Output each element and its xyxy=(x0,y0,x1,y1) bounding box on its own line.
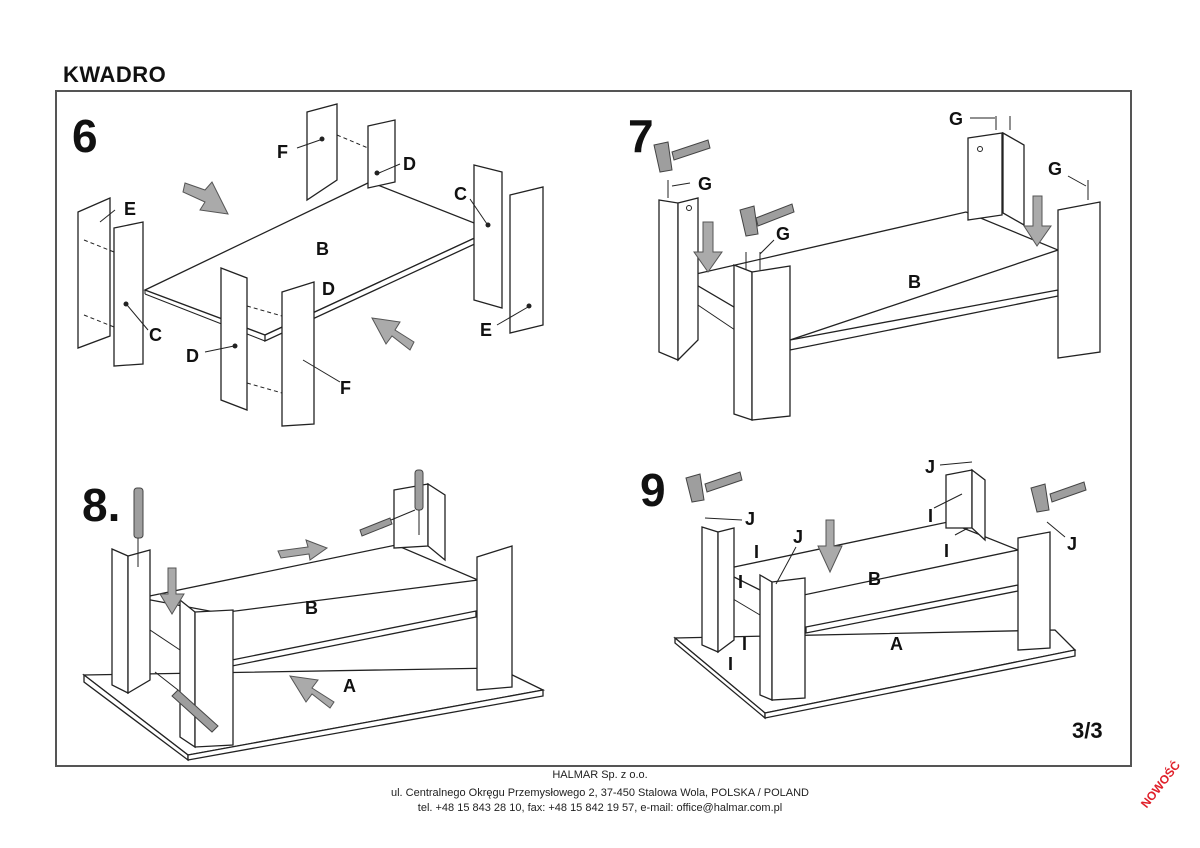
label-g: G xyxy=(776,224,790,244)
step-number-9: 9 xyxy=(640,464,666,516)
screwdriver-icon xyxy=(133,487,144,567)
panel-a xyxy=(673,629,1077,714)
label-panel-b: B xyxy=(908,272,921,292)
label-g: G xyxy=(1048,159,1062,179)
side-panel-d-front xyxy=(220,267,248,411)
footer-company: HALMAR Sp. z o.o. xyxy=(552,769,648,781)
label-d: D xyxy=(186,346,199,366)
arrow-down-icon xyxy=(1023,195,1052,247)
side-panel xyxy=(967,132,1003,221)
footer-address: ul. Centralnego Okręgu Przemysłowego 2, … xyxy=(390,787,809,799)
side-panel-e-right xyxy=(509,186,544,334)
screwdriver-icon xyxy=(414,469,424,535)
leg-back-side xyxy=(427,482,446,562)
label-panel-a: A xyxy=(343,676,356,696)
label-i: I xyxy=(738,572,743,592)
label-g: G xyxy=(949,109,963,129)
leg-left-side xyxy=(677,197,699,362)
leg-front-side xyxy=(751,265,791,421)
side-panel xyxy=(1002,131,1025,227)
step-6-diagram: B E F D C C D D E F xyxy=(77,103,544,427)
step-8-diagram: B A xyxy=(82,469,546,762)
leg-left xyxy=(701,526,719,653)
leg-left-side xyxy=(717,527,735,654)
hammer-icon xyxy=(1030,481,1087,513)
leg-right xyxy=(1057,201,1101,359)
side-panel-f-back xyxy=(306,103,338,202)
screwdriver-icon xyxy=(359,509,416,537)
step-number-8: 8. xyxy=(82,479,121,531)
label-d: D xyxy=(403,154,416,174)
label-e: E xyxy=(480,320,492,340)
label-i: I xyxy=(944,541,949,561)
label-c: C xyxy=(149,325,162,345)
side-panel-e-left xyxy=(77,197,111,349)
side-panel-c-right xyxy=(473,164,503,309)
page-indicator: 3/3 xyxy=(1072,718,1103,743)
instructions-frame xyxy=(55,90,1132,767)
side-panel-d-back xyxy=(367,119,396,189)
label-i: I xyxy=(928,506,933,526)
arrow-right-icon xyxy=(277,539,329,561)
step-9-diagram: B A J J J J I I I I I I xyxy=(673,457,1087,720)
hammer-icon xyxy=(739,203,795,237)
label-panel-b: B xyxy=(316,239,329,259)
label-j: J xyxy=(745,509,755,529)
side-panel-c-left xyxy=(113,221,144,367)
leg-right xyxy=(476,545,513,691)
leg-back xyxy=(945,469,973,529)
step-number-7: 7 xyxy=(628,110,654,162)
arrow-down-icon xyxy=(817,519,843,574)
leg-front-side xyxy=(771,577,806,701)
label-j: J xyxy=(925,457,935,477)
arrow-icon xyxy=(182,181,229,215)
document-title: KWADRO xyxy=(63,62,167,87)
step-7-diagram: B G G G G xyxy=(653,109,1101,421)
label-f: F xyxy=(277,142,288,162)
label-c: C xyxy=(454,184,467,204)
screwdriver-icon xyxy=(154,671,219,733)
label-j: J xyxy=(1067,534,1077,554)
step-number-6: 6 xyxy=(72,110,98,162)
arrow-down-icon xyxy=(159,567,185,615)
leg-right xyxy=(1017,531,1051,651)
label-d: D xyxy=(322,279,335,299)
leg-front-side xyxy=(194,609,234,748)
leg-back-side xyxy=(971,468,986,542)
arrow-icon xyxy=(371,317,415,351)
leg-left-side xyxy=(127,549,151,695)
footer-contact: tel. +48 15 843 28 10, fax: +48 15 842 1… xyxy=(417,802,783,814)
side-panel-f-front xyxy=(281,281,315,427)
label-f: F xyxy=(340,378,351,398)
label-j: J xyxy=(793,527,803,547)
leg-front xyxy=(759,573,773,701)
label-panel-a: A xyxy=(890,634,903,654)
label-i: I xyxy=(754,542,759,562)
label-i: I xyxy=(728,654,733,674)
label-i: I xyxy=(742,634,747,654)
hammer-icon xyxy=(685,471,743,503)
label-panel-b: B xyxy=(305,598,318,618)
hammer-icon xyxy=(653,139,711,173)
label-g: G xyxy=(698,174,712,194)
arrow-icon xyxy=(289,675,335,709)
label-e: E xyxy=(124,199,136,219)
arrow-down-icon xyxy=(693,221,723,273)
label-panel-b: B xyxy=(868,569,881,589)
